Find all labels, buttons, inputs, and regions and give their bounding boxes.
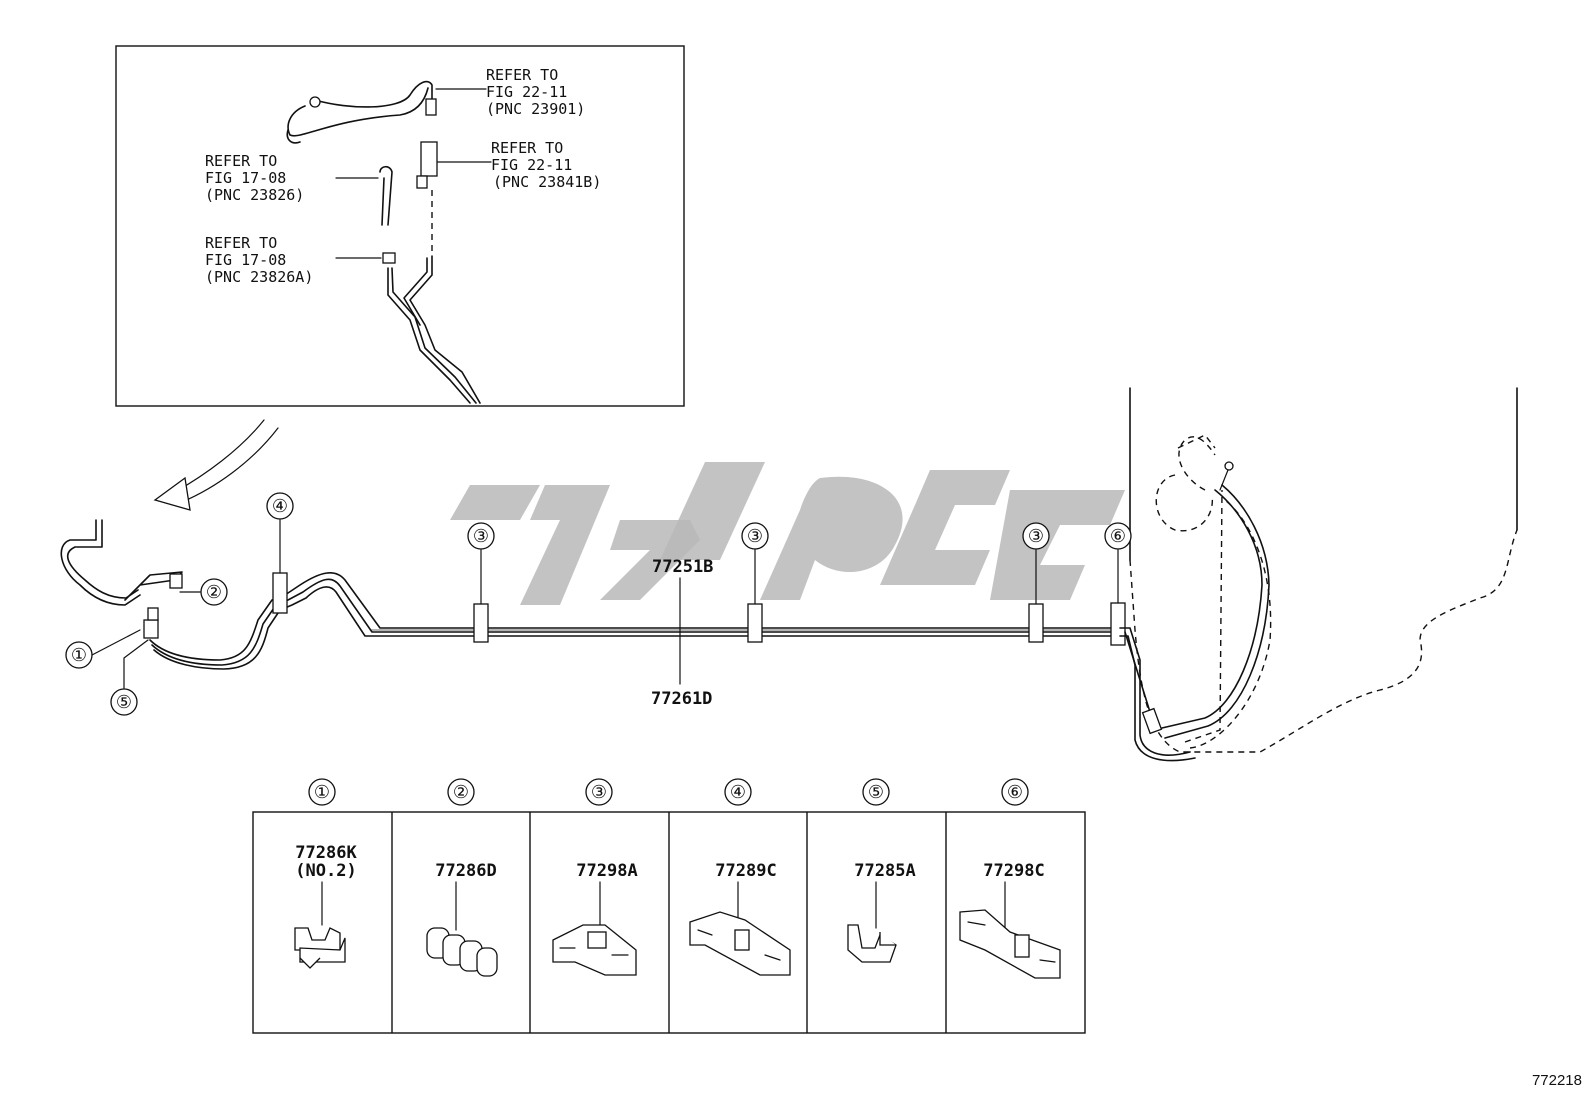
callouts: ④ ③ ③ ③ ⑥ ② ① ⑤ 77251B 77261D [65, 492, 1132, 716]
clip-2-icon [426, 881, 498, 977]
callout-1: ① [71, 645, 87, 666]
table-callout-2: ② [453, 782, 469, 803]
table-callout-5: ⑤ [868, 782, 884, 803]
table-part-1-sub: (NO.2) [295, 861, 356, 881]
callout-2: ② [206, 582, 222, 603]
callout-4: ④ [272, 496, 288, 517]
ref-label-1-line2: FIG 22-11 [486, 83, 567, 101]
clip-3-icon [552, 881, 637, 976]
ref-label-2-line3: (PNC 23841B) [493, 173, 601, 191]
ref-label-2-line1: REFER TO [491, 139, 563, 157]
figure-number: 772218 [1531, 1072, 1582, 1089]
clip-6-icon [959, 881, 1061, 979]
part-number-upper: 77251B [652, 557, 713, 577]
ref-label-1-line1: REFER TO [486, 66, 558, 84]
callout-3a: ③ [473, 526, 489, 547]
ref-label-4-line2: FIG 17-08 [205, 251, 286, 269]
table-callout-3: ③ [591, 782, 607, 803]
table-part-4: 77289C [715, 861, 776, 881]
brake-line-assembly [60, 387, 1518, 762]
inset-detail: REFER TO FIG 22-11 (PNC 23901) REFER TO … [115, 45, 685, 407]
curved-arrow-icon [153, 419, 279, 511]
ref-label-2-line2: FIG 22-11 [491, 156, 572, 174]
clip-parts-table: ① ② ③ ④ ⑤ ⑥ 77286K (NO.2) 77286D 77298A … [252, 778, 1086, 1034]
table-part-2: 77286D [435, 861, 496, 881]
table-part-3: 77298A [576, 861, 637, 881]
ref-label-4-line3: (PNC 23826A) [205, 268, 313, 286]
ref-label-3-line3: (PNC 23826) [205, 186, 304, 204]
callout-3b: ③ [747, 526, 763, 547]
ref-label-4-line1: REFER TO [205, 234, 277, 252]
clip-1-icon [294, 881, 346, 969]
ref-label-3-line2: FIG 17-08 [205, 169, 286, 187]
callout-5: ⑤ [116, 692, 132, 713]
callout-6: ⑥ [1110, 526, 1126, 547]
table-part-5: 77285A [854, 861, 915, 881]
watermark-logo [450, 462, 1125, 605]
clip-5-icon [847, 881, 897, 963]
part-number-lower: 77261D [651, 689, 712, 709]
callout-3c: ③ [1028, 526, 1044, 547]
table-part-6: 77298C [983, 861, 1044, 881]
ref-label-3-line1: REFER TO [205, 152, 277, 170]
table-callout-1: ① [314, 782, 330, 803]
ref-label-1-line3: (PNC 23901) [486, 100, 585, 118]
table-part-1: 77286K [295, 843, 357, 863]
clip-4-icon [689, 881, 791, 976]
table-callout-6: ⑥ [1007, 782, 1023, 803]
table-callout-4: ④ [730, 782, 746, 803]
